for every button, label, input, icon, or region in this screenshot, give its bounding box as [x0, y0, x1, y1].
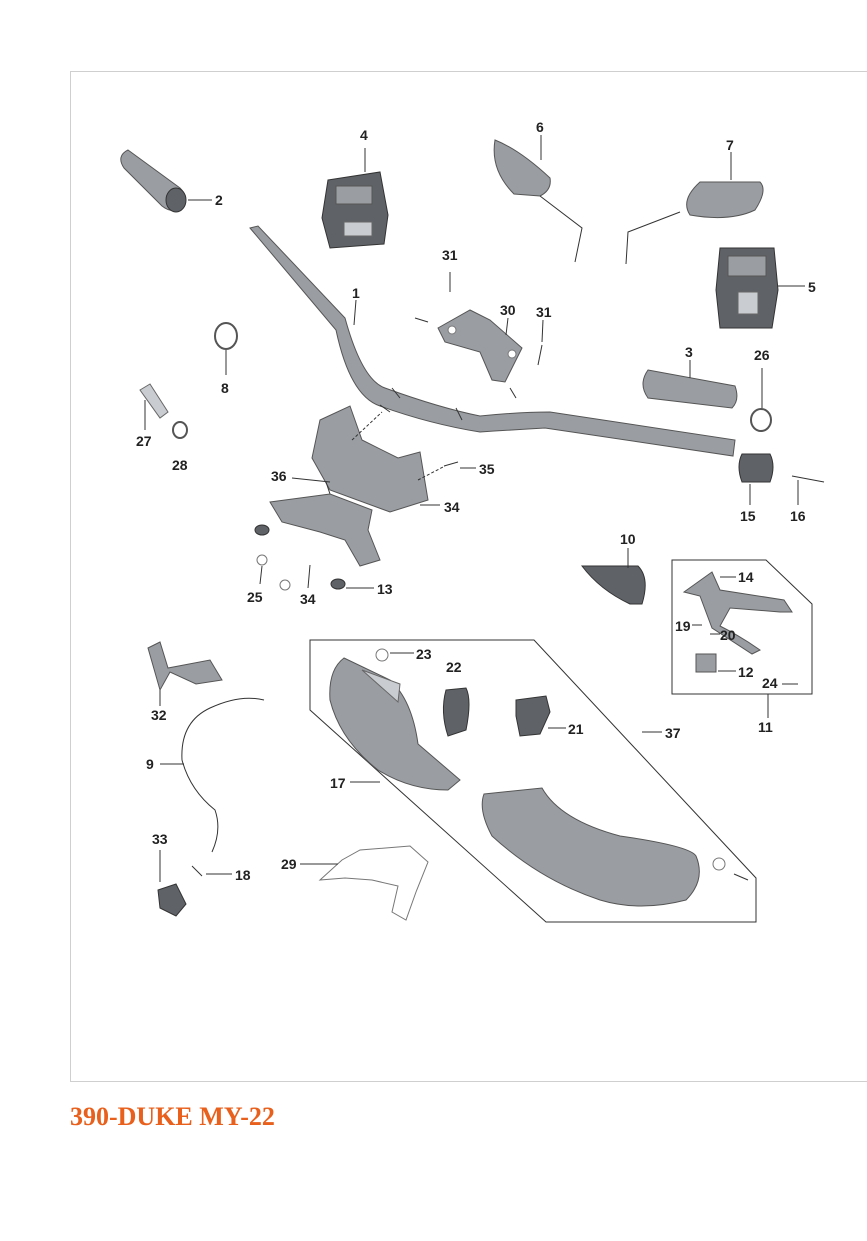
label-29: 29 — [281, 856, 297, 872]
label-37: 37 — [665, 725, 681, 741]
part-22 — [442, 687, 470, 737]
part-handguard-right — [481, 787, 700, 907]
label-1: 1 — [352, 285, 360, 301]
label-6: 6 — [536, 119, 544, 135]
part-lever — [682, 571, 793, 655]
label-2: 2 — [215, 192, 223, 208]
label-5: 5 — [808, 279, 816, 295]
page-title: 390-DUKE MY-22 — [70, 1102, 275, 1131]
label-19: 19 — [675, 618, 691, 634]
part-mirror-right — [625, 181, 764, 265]
part-grip-right — [642, 369, 738, 409]
part-23 — [375, 648, 389, 662]
part-ring-26 — [750, 408, 772, 432]
part-clamp — [311, 405, 429, 513]
label-9: 9 — [146, 756, 154, 772]
part-29 — [318, 845, 429, 921]
label-36: 36 — [271, 468, 287, 484]
label-33: 33 — [152, 831, 168, 847]
part-rubber-13 — [254, 524, 346, 590]
part-pin — [139, 383, 169, 419]
part-cable — [181, 697, 265, 853]
diagram-frame — [70, 71, 867, 1082]
label-3: 3 — [685, 344, 693, 360]
label-24: 24 — [762, 675, 778, 691]
label-23: 23 — [416, 646, 432, 662]
part-handlebar — [249, 225, 736, 457]
label-4: 4 — [360, 127, 368, 143]
label-7: 7 — [726, 137, 734, 153]
label-27: 27 — [136, 433, 152, 449]
part-21 — [515, 695, 551, 737]
label-14: 14 — [738, 569, 754, 585]
part-bolt-16 — [791, 475, 825, 483]
group-box-11 — [671, 559, 813, 695]
part-bracket — [437, 309, 523, 383]
part-switch-left — [321, 171, 389, 249]
group-box-37 — [309, 639, 757, 923]
label-18: 18 — [235, 867, 251, 883]
label-15: 15 — [740, 508, 756, 524]
label-12: 12 — [738, 664, 754, 680]
label-31b: 31 — [536, 304, 552, 320]
part-washer-right — [712, 857, 726, 871]
part-ring — [214, 322, 238, 350]
part-32 — [147, 641, 223, 692]
label-10: 10 — [620, 531, 636, 547]
label-8: 8 — [221, 380, 229, 396]
label-16: 16 — [790, 508, 806, 524]
part-grip-left — [120, 149, 187, 213]
label-34a: 34 — [444, 499, 460, 515]
part-mirror-left — [493, 139, 583, 263]
label-34b: 34 — [300, 591, 316, 607]
part-handguard-left — [329, 657, 461, 791]
label-21: 21 — [568, 721, 584, 737]
part-washer — [172, 421, 188, 439]
label-20: 20 — [720, 627, 736, 643]
label-25: 25 — [247, 589, 263, 605]
label-28: 28 — [172, 457, 188, 473]
label-17: 17 — [330, 775, 346, 791]
part-triple-clamp — [269, 493, 381, 567]
label-11: 11 — [758, 719, 773, 735]
label-13: 13 — [377, 581, 393, 597]
part-33 — [157, 883, 187, 917]
label-30: 30 — [500, 302, 516, 318]
part-switch-12 — [695, 653, 717, 673]
label-22: 22 — [446, 659, 462, 675]
part-bolt-31a — [414, 272, 451, 323]
label-26: 26 — [754, 347, 770, 363]
label-32: 32 — [151, 707, 167, 723]
part-bar-end — [738, 453, 774, 483]
label-35: 35 — [479, 461, 495, 477]
part-switch-right — [715, 247, 779, 329]
part-10 — [580, 565, 646, 605]
part-25 — [256, 554, 291, 591]
label-31a: 31 — [442, 247, 458, 263]
